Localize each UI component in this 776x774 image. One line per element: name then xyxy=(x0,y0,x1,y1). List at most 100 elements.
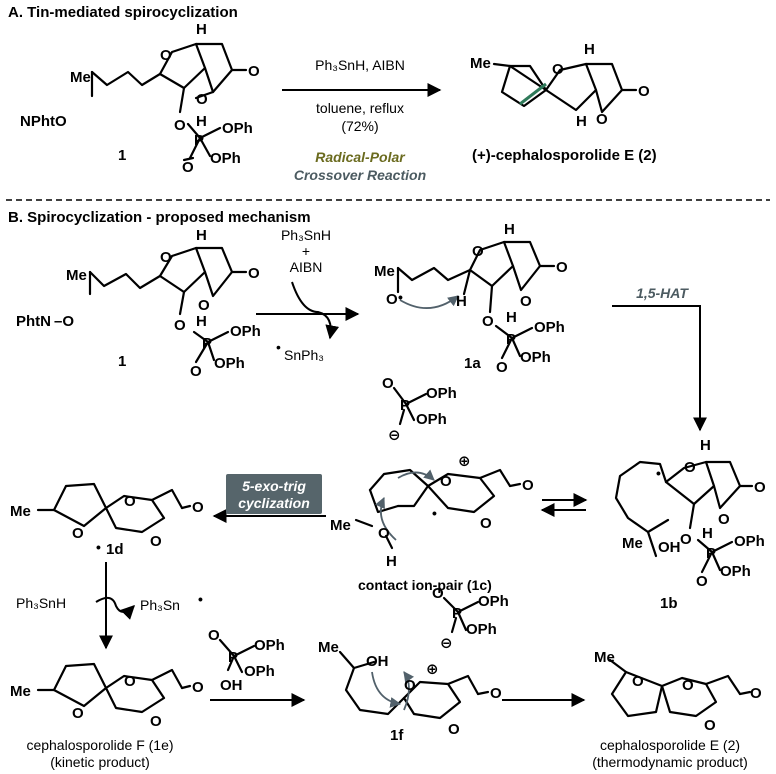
intermediate-1a-structure xyxy=(396,240,556,360)
atom-oph: OPh xyxy=(534,319,565,336)
atom-o: O xyxy=(174,317,186,334)
atom-p: P xyxy=(194,132,204,149)
atom-h: H xyxy=(576,113,587,130)
radical-dot-tin: • xyxy=(198,591,203,607)
atom-o: O xyxy=(248,63,260,80)
cyclization-line1: 5-exo-trig xyxy=(242,478,306,494)
atom-o: O xyxy=(72,705,84,722)
curved-arrow-tin xyxy=(95,596,135,620)
phosphoric-acid xyxy=(218,638,256,674)
atom-o: O xyxy=(682,677,694,694)
atom-oh: OH xyxy=(366,653,389,670)
label-1c: contact ion-pair (1c) xyxy=(358,577,492,593)
atom-o: O xyxy=(198,297,210,314)
atom-h: H xyxy=(196,113,207,130)
hat-curly-arrow xyxy=(399,295,459,309)
atom-phtn: PhtN xyxy=(16,313,51,330)
atom-o: O xyxy=(522,477,534,494)
curly-arrow-1f-a xyxy=(371,671,402,708)
atom-o: O xyxy=(680,531,692,548)
atom-o: O xyxy=(552,61,564,78)
atom-o: O xyxy=(440,473,452,490)
atom-p: P xyxy=(706,545,716,562)
atom-o: O xyxy=(196,91,208,108)
product-1e-name: cephalosporolide F (1e) xyxy=(26,737,173,753)
atom-o: O xyxy=(496,359,508,376)
curly-arrow-1c-a xyxy=(397,469,435,481)
atom-p: P xyxy=(400,397,410,414)
atom-h: H xyxy=(386,553,397,570)
product-2-note: (thermodynamic product) xyxy=(592,754,748,770)
radical-dot-sn: • xyxy=(276,339,281,355)
atom-o: O xyxy=(160,47,172,64)
intermediate-1f-structure xyxy=(338,650,490,720)
radical-dot-1b: • xyxy=(656,465,661,481)
atom-oph: OPh xyxy=(520,349,551,366)
atom-o: O xyxy=(124,673,136,690)
atom-o: O xyxy=(382,375,394,392)
atom-o: O xyxy=(750,685,762,702)
phosphate-anion xyxy=(392,386,428,426)
section-b-title: B. Spirocyclization - proposed mechanism xyxy=(8,209,311,226)
atom-me: Me xyxy=(318,639,339,656)
spiro-bond-highlight xyxy=(519,82,547,106)
crossover-line2: Crossover Reaction xyxy=(294,167,426,183)
compound-label-1-a: 1 xyxy=(118,147,126,164)
label-1a: 1a xyxy=(464,355,481,372)
atom-oph: OPh xyxy=(720,563,751,580)
anion-minus: ⊖ xyxy=(388,427,401,444)
atom-o: O xyxy=(684,459,696,476)
atom-o: O xyxy=(556,259,568,276)
atom-h: H xyxy=(700,437,711,454)
atom-o: O xyxy=(638,83,650,100)
anion-minus: ⊖ xyxy=(440,635,453,652)
compound-1-structure-b xyxy=(88,246,248,364)
atom-o: O xyxy=(150,533,162,550)
product-2-name: cephalosporolide E (2) xyxy=(600,737,740,753)
cyclization-line2: cyclization xyxy=(238,495,310,511)
atom-me: Me xyxy=(70,69,91,86)
atom-me: Me xyxy=(66,267,87,284)
label-1b: 1b xyxy=(660,595,678,612)
atom-o: O xyxy=(174,117,186,134)
cation-plus: ⊕ xyxy=(458,453,471,470)
atom-h: H xyxy=(702,525,713,542)
reagents-a: Ph₃SnH, AIBN xyxy=(315,57,405,73)
atom-me: Me xyxy=(330,517,351,534)
atom-me: Me xyxy=(470,55,491,72)
arrow-1a-to-1b xyxy=(612,305,707,432)
conditions-a: toluene, reflux xyxy=(316,100,404,116)
atom-oph: OPh xyxy=(214,355,245,372)
tin-hydride: Ph₃SnH xyxy=(16,595,66,611)
tin-radical: Ph₃Sn xyxy=(140,597,180,613)
atom-o: O xyxy=(124,493,136,510)
atom-h: H xyxy=(504,221,515,238)
atom-oh: OH xyxy=(220,677,243,694)
atom-h: H xyxy=(196,21,207,38)
atom-h: H xyxy=(506,309,517,326)
curly-arrow-1c-b xyxy=(375,497,397,541)
atom-o: O xyxy=(696,573,708,590)
reagent-aibn-b: AIBN xyxy=(290,259,323,275)
atom-o: O xyxy=(490,685,502,702)
atom-o: O xyxy=(386,291,398,308)
atom-h: H xyxy=(196,227,207,244)
byproduct-snph3: SnPh₃ xyxy=(284,347,324,363)
atom-oph: OPh xyxy=(222,120,253,137)
atom-me: Me xyxy=(10,503,31,520)
atom-o: O xyxy=(208,627,220,644)
curved-arrow-aibn xyxy=(291,281,340,340)
reagent-plus: + xyxy=(302,243,310,259)
cyclization-badge xyxy=(226,474,322,514)
product-1e-structure xyxy=(36,662,192,714)
atom-o: O xyxy=(182,159,194,176)
atom-o: –O xyxy=(54,313,74,330)
atom-oph: OPh xyxy=(466,621,497,638)
atom-o: O xyxy=(448,721,460,738)
atom-me: Me xyxy=(594,649,615,666)
phosphate-anion-1f xyxy=(442,596,480,634)
atom-me: Me xyxy=(374,263,395,280)
atom-oph: OPh xyxy=(478,593,509,610)
atom-p: P xyxy=(202,335,212,352)
